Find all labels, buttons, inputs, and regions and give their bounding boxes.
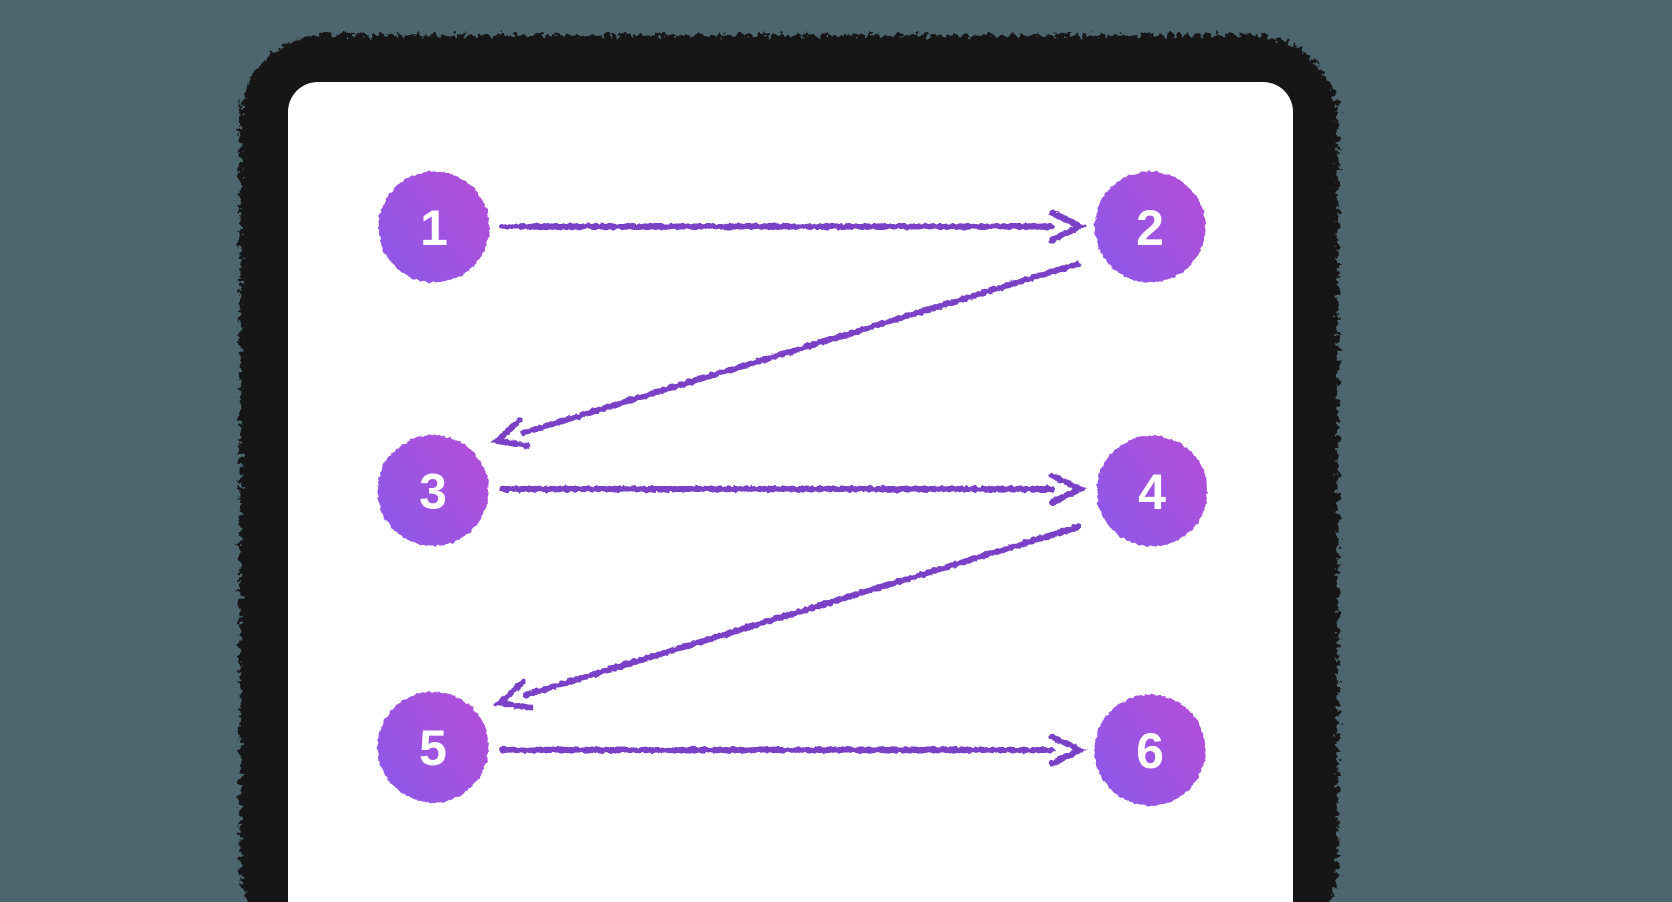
arrow-4-5 [493,524,1081,711]
arrow-head-icon [1049,733,1087,767]
node-circle-3 [377,435,489,546]
node-circle-6 [1094,694,1206,806]
arrow-shaft [520,261,1081,436]
node-label-5: 5 [419,720,447,776]
card-surface [288,82,1293,902]
node-label-6: 6 [1136,723,1164,779]
arrow-head-icon [1049,210,1087,243]
arrow-2-3 [490,261,1081,449]
arrow-head-icon [490,416,531,449]
arrow-1-2 [499,210,1087,243]
arrow-head-icon [493,678,534,711]
node-label-1: 1 [420,200,448,256]
arrow-head-icon [1049,472,1087,506]
node-label-3: 3 [419,464,447,520]
arrow-3-4 [499,472,1087,506]
node-circle-5 [377,691,489,803]
node-circle-1 [378,171,490,283]
node-label-2: 2 [1136,200,1164,256]
arrow-shaft [523,524,1081,698]
node-label-4: 4 [1138,464,1166,520]
node-circle-2 [1094,171,1206,283]
arrow-5-6 [499,733,1087,767]
node-circle-4 [1096,435,1208,547]
